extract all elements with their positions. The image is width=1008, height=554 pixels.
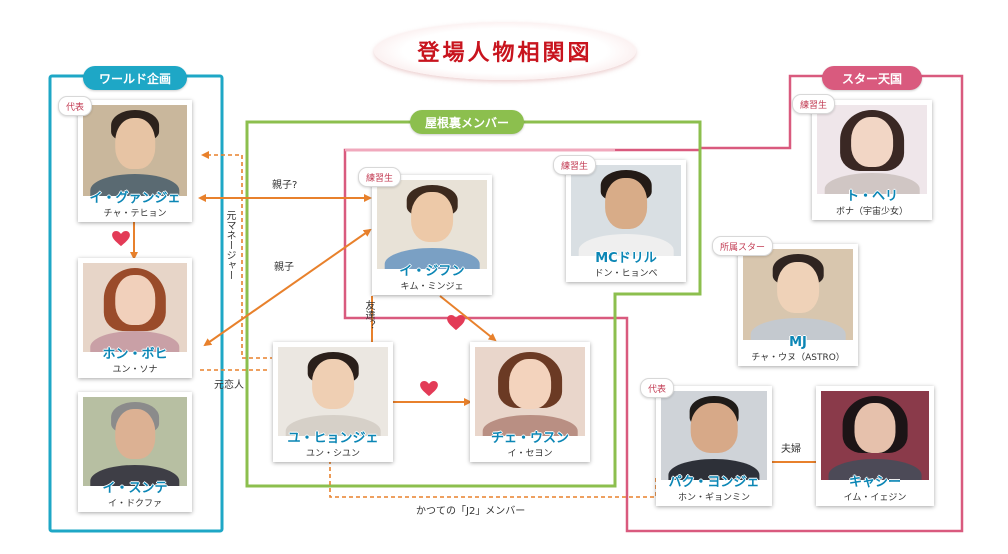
group-label-rooftop-text: 屋根裏メンバー	[424, 115, 509, 130]
arrow-parent-child-2	[203, 228, 372, 347]
actor-cassie: イム・イェジン	[843, 493, 907, 503]
actor-sunte: イ・ドクファ	[107, 499, 162, 509]
arrow-jihun-usun	[439, 295, 497, 342]
label-parent-child-2: 親子	[274, 262, 294, 273]
actor-tohyeri: ボナ（宇宙少女）	[835, 207, 908, 217]
name-usun: チェ・ウスン	[490, 431, 569, 446]
actor-yongje: ホン・ギョンミン	[677, 493, 750, 503]
name-jihun: イ・ジフン	[399, 264, 465, 279]
label-former-manager: 元マネージャー	[224, 210, 235, 280]
card-bohee[interactable]: ホン・ボヒ ユン・ソナ	[78, 258, 192, 378]
name-mj: MJ	[789, 335, 807, 350]
label-j2: かつての「J2」メンバー	[416, 506, 526, 517]
name-tohyeri: ト・ヘリ	[845, 189, 898, 204]
photo-gwangje	[83, 105, 187, 196]
photo-usun	[475, 347, 585, 436]
card-gwangje[interactable]: イ・グァンジェ チャ・テヒョン	[78, 100, 192, 222]
badge-tohyeri: 練習生	[792, 94, 836, 114]
name-mcdrill: MCドリル	[595, 251, 657, 266]
badge-yongje: 代表	[640, 378, 675, 398]
photo-mcdrill	[571, 165, 681, 256]
photo-hyunje	[278, 347, 388, 436]
card-usun[interactable]: チェ・ウスン イ・セヨン	[470, 342, 590, 462]
photo-bohee	[83, 263, 187, 352]
card-yongje[interactable]: パク・ヨンジェ ホン・ギョンミン	[656, 386, 772, 506]
actor-gwangje: チャ・テヒョン	[103, 209, 167, 219]
actor-mj: チャ・ウヌ（ASTRO）	[751, 353, 845, 363]
group-label-star-heaven-text: スター天国	[841, 71, 902, 86]
group-label-world-planning: ワールド企画	[83, 66, 187, 90]
photo-mj	[743, 249, 853, 340]
label-couple: 夫婦	[781, 444, 801, 455]
label-friend: 友達？	[363, 300, 374, 330]
photo-jihun	[377, 180, 487, 269]
name-yongje: パク・ヨンジェ	[668, 475, 760, 490]
label-former-lover: 元恋人	[214, 380, 244, 391]
actor-usun: イ・セヨン	[507, 449, 553, 459]
badge-jihun: 練習生	[358, 167, 402, 187]
photo-tohyeri	[817, 105, 927, 194]
name-bohee: ホン・ボヒ	[102, 347, 168, 362]
card-sunte[interactable]: イ・スンテ イ・ドクファ	[78, 392, 192, 512]
dashed-j2	[329, 460, 657, 498]
photo-yongje	[661, 391, 767, 480]
name-sunte: イ・スンテ	[102, 481, 168, 496]
rooftop-border	[245, 120, 702, 488]
heart-icon	[420, 381, 438, 397]
actor-hyunje: ユン・シユン	[305, 449, 360, 459]
actor-jihun: キム・ミンジェ	[400, 282, 464, 292]
badge-mj: 所属スター	[712, 236, 774, 256]
card-jihun[interactable]: イ・ジフン キム・ミンジェ	[372, 175, 492, 295]
photo-cassie	[821, 391, 929, 480]
dashed-former-manager	[201, 151, 243, 355]
heart-icon	[447, 315, 465, 331]
group-label-world-planning-text: ワールド企画	[98, 71, 171, 86]
actor-bohee: ユン・ソナ	[112, 365, 158, 375]
badge-mcdrill: 練習生	[553, 155, 597, 175]
card-mj[interactable]: MJ チャ・ウヌ（ASTRO）	[738, 244, 858, 366]
heart-icon	[112, 231, 130, 247]
actor-mcdrill: ドン・ヒョンベ	[594, 269, 658, 279]
name-hyunje: ユ・ヒョンジェ	[287, 431, 379, 446]
card-tohyeri[interactable]: ト・ヘリ ボナ（宇宙少女）	[812, 100, 932, 220]
card-mcdrill[interactable]: MCドリル ドン・ヒョンベ	[566, 160, 686, 282]
chart-title-text: 登場人物相関図	[417, 41, 593, 66]
chart-title: 登場人物相関図	[374, 22, 636, 80]
label-parent-child-1: 親子?	[272, 180, 298, 191]
name-cassie: キャシー	[848, 475, 901, 490]
card-hyunje[interactable]: ユ・ヒョンジェ ユン・シユン	[273, 342, 393, 462]
name-gwangje: イ・グァンジェ	[89, 191, 181, 206]
photo-sunte	[83, 397, 187, 486]
group-label-star-heaven: スター天国	[822, 66, 922, 90]
card-cassie[interactable]: キャシー イム・イェジン	[816, 386, 934, 506]
group-label-rooftop: 屋根裏メンバー	[410, 110, 524, 134]
badge-gwangje: 代表	[58, 96, 93, 116]
